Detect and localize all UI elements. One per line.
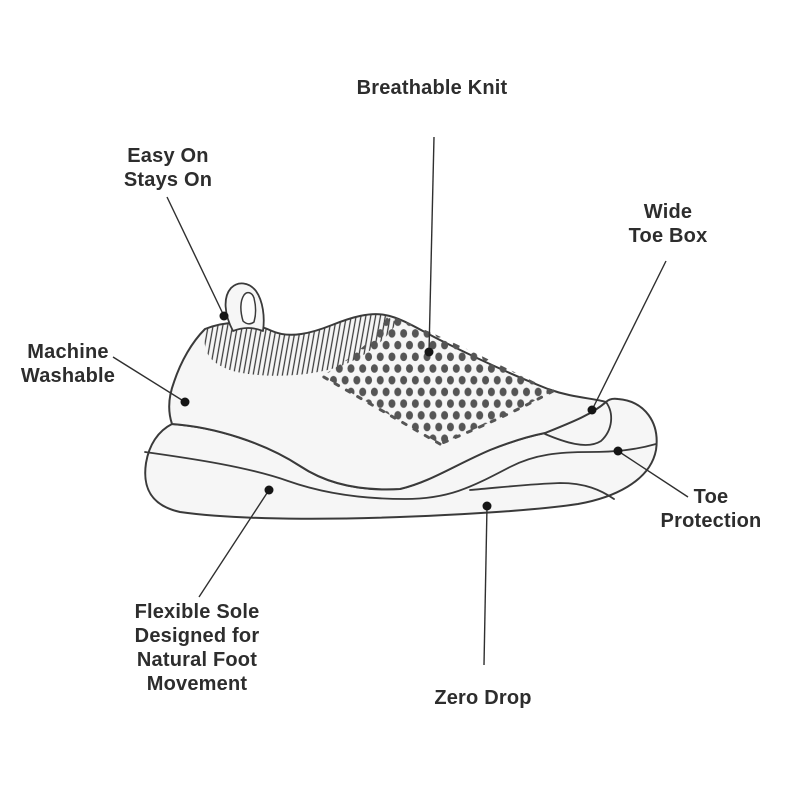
callout-label-wide-toe-box: Wide Toe Box — [629, 200, 708, 248]
callout-label-easy-on: Easy On Stays On — [124, 144, 212, 192]
toe-bumper-inner-line — [544, 401, 612, 446]
label-line: Stays On — [123, 169, 213, 191]
label-line: Designed for — [134, 625, 260, 647]
callout-label-toe-protection: Toe Protection — [661, 485, 762, 533]
label-line: Toe Box — [628, 225, 708, 247]
anchor-dot-wide-toe-box — [587, 405, 597, 415]
label-line: Machine — [27, 341, 109, 363]
label-line: Movement — [146, 673, 248, 695]
leader-line-zero-drop — [483, 505, 488, 666]
heel-pull-tab-slot — [240, 291, 257, 325]
label-line: Protection — [660, 510, 762, 532]
leader-line-breathable-knit — [428, 136, 435, 353]
label-line: Toe — [693, 486, 729, 508]
midsole-line — [144, 443, 657, 500]
knit-panel-dashed-edge — [320, 374, 442, 446]
label-line: Zero Drop — [434, 687, 532, 709]
leader-line-wide-toe-box — [591, 260, 667, 411]
anchor-dot-toe-protection — [613, 446, 623, 456]
callout-label-machine-washable: Machine Washable — [21, 340, 115, 388]
label-line: Easy On — [127, 145, 209, 167]
leader-line-machine-washable — [112, 356, 186, 403]
anchor-dot-zero-drop — [482, 501, 492, 511]
breathable-knit-texture — [322, 315, 553, 444]
label-line: Washable — [20, 365, 116, 387]
leader-line-flexible-sole — [198, 489, 270, 598]
label-line: Flexible Sole — [134, 601, 260, 623]
anchor-dot-easy-on — [219, 311, 229, 321]
leader-line-easy-on — [166, 196, 225, 317]
label-line: Breathable Knit — [356, 77, 508, 99]
label-line: Natural Foot — [136, 649, 258, 671]
anchor-dot-flexible-sole — [264, 485, 274, 495]
label-line: Wide — [643, 201, 693, 223]
callout-label-breathable-knit: Breathable Knit — [357, 76, 508, 100]
outsole-edge-line — [469, 482, 615, 500]
anchor-dot-machine-washable — [180, 397, 190, 407]
leader-line-toe-protection — [617, 450, 689, 498]
callout-label-flexible-sole: Flexible Sole Designed for Natural Foot … — [135, 600, 260, 696]
anchor-dot-breathable-knit — [424, 347, 434, 357]
callout-label-zero-drop: Zero Drop — [434, 686, 531, 710]
knit-panel-dashed-edge — [438, 389, 555, 446]
